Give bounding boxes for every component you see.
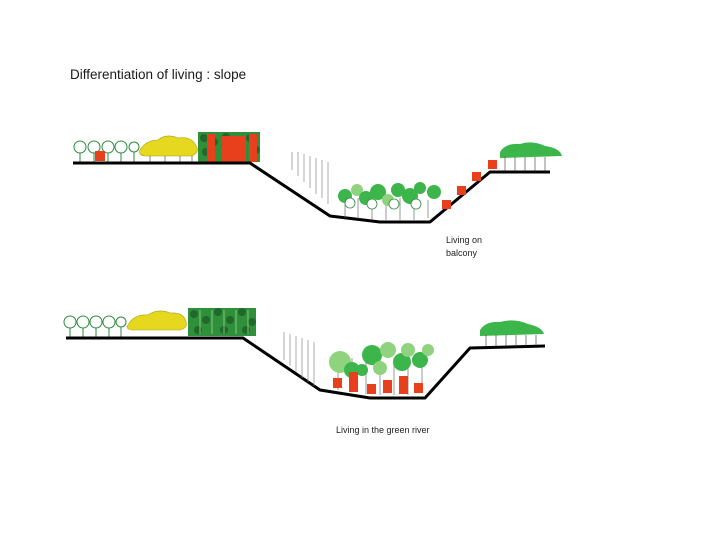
slope-hatching-2 <box>283 332 315 386</box>
left-bank-trees-2 <box>63 315 127 338</box>
section-green-river <box>63 308 546 400</box>
caption-living-on-balcony: Living on balcony <box>446 234 482 260</box>
slide-title: Differentiation of living : slope <box>70 67 247 82</box>
valley-trees-2 <box>329 342 434 395</box>
ground-profile-2 <box>66 336 546 400</box>
ground-profile-1 <box>73 161 550 224</box>
valley-trees-1 <box>338 182 441 220</box>
yellow-shrubs-2 <box>126 310 187 331</box>
left-house <box>95 151 105 161</box>
right-bank-forest-1 <box>500 142 562 158</box>
forest-building-2 <box>222 136 246 162</box>
forest-building-3 <box>249 134 257 162</box>
left-bank-trees <box>73 140 140 163</box>
balcony-houses <box>442 160 497 209</box>
slope-hatching-1 <box>291 152 329 204</box>
yellow-shrubs <box>139 135 198 157</box>
river-houses <box>333 372 423 394</box>
forest-building-1 <box>207 134 215 162</box>
forest-block-2 <box>188 308 256 336</box>
caption-line-2: balcony <box>446 248 478 258</box>
right-bank-forest-2 <box>480 320 544 336</box>
caption-line-1: Living on <box>446 235 483 245</box>
caption-living-in-green-river: Living in the green river <box>336 425 430 435</box>
section-balcony <box>73 132 562 224</box>
